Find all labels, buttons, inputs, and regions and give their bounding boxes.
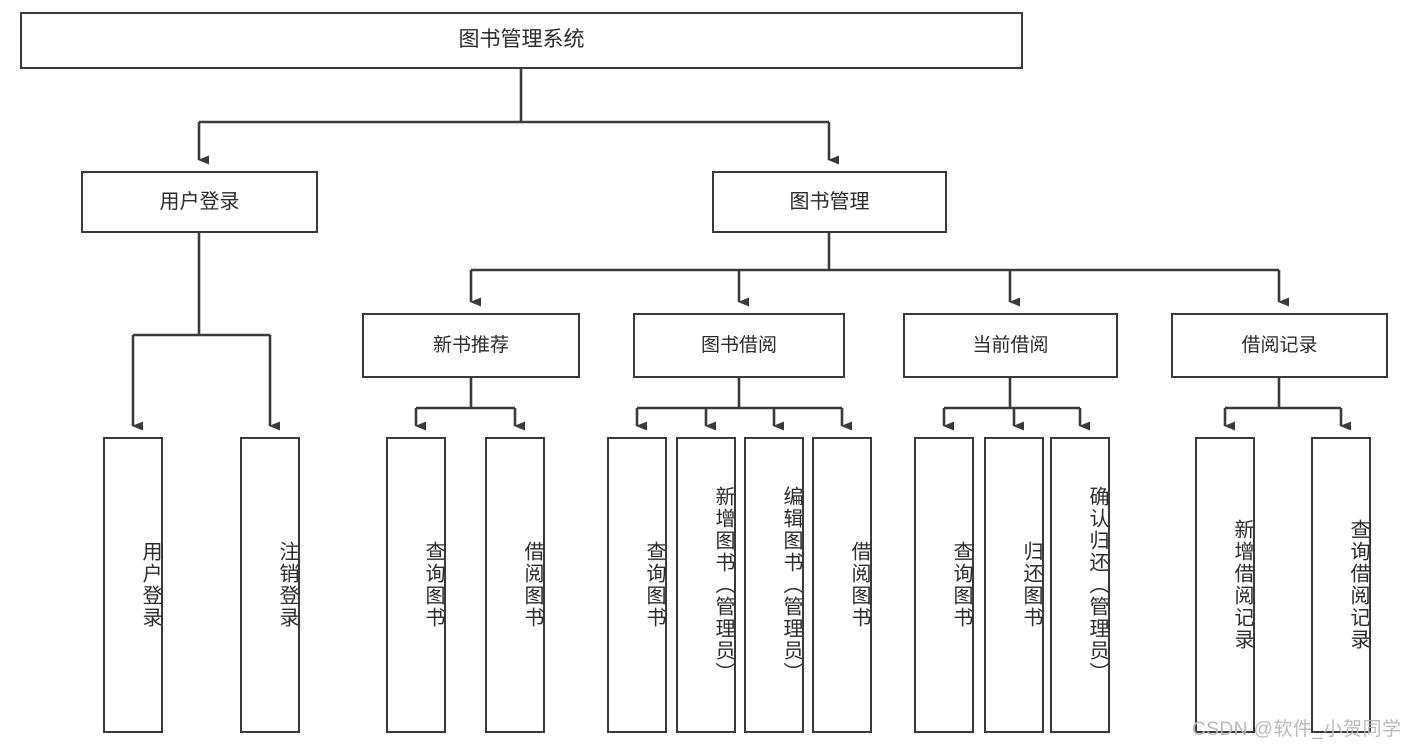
node-label: 新增借阅记录 <box>1231 519 1253 651</box>
node-label: 编辑图书（管理员） <box>780 486 802 684</box>
node-label: 新书推荐 <box>432 334 509 356</box>
node-label: 当前借阅 <box>972 334 1049 356</box>
leaf-borrow-book[interactable]: 借阅图书 <box>812 437 872 733</box>
node-label: 图书借阅 <box>700 334 777 356</box>
node-borrow-record[interactable]: 借阅记录 <box>1171 313 1388 378</box>
leaf-query-borrow-record[interactable]: 查询借阅记录 <box>1311 437 1371 733</box>
leaf-user-login[interactable]: 用户登录 <box>103 437 163 733</box>
node-book-management[interactable]: 图书管理 <box>712 171 947 233</box>
node-label: 归还图书 <box>1020 541 1042 629</box>
node-label: 图书管理系统 <box>458 28 585 52</box>
leaf-logout[interactable]: 注销登录 <box>240 437 300 733</box>
node-label: 借阅记录 <box>1241 334 1318 356</box>
csdn-watermark: CSDN @软件_小贺同学 <box>1192 719 1402 740</box>
leaf-query-book-borrow[interactable]: 查询图书 <box>607 437 667 733</box>
leaf-edit-book-admin[interactable]: 编辑图书（管理员） <box>744 437 804 733</box>
node-label: 注销登录 <box>276 541 298 629</box>
leaf-query-book-current[interactable]: 查询图书 <box>914 437 974 733</box>
leaf-confirm-return-admin[interactable]: 确认归还（管理员） <box>1050 437 1110 733</box>
node-label: 查询图书 <box>422 541 444 629</box>
leaf-return-book[interactable]: 归还图书 <box>984 437 1044 733</box>
node-label: 查询图书 <box>643 541 665 629</box>
node-new-book-recommend[interactable]: 新书推荐 <box>362 313 580 378</box>
leaf-query-book-recommend[interactable]: 查询图书 <box>386 437 446 733</box>
node-label: 图书管理 <box>789 190 870 213</box>
leaf-borrow-book-recommend[interactable]: 借阅图书 <box>485 437 545 733</box>
node-current-borrow[interactable]: 当前借阅 <box>903 313 1118 378</box>
node-label: 用户登录 <box>159 190 240 213</box>
node-user-login[interactable]: 用户登录 <box>81 171 318 233</box>
node-root-system[interactable]: 图书管理系统 <box>20 12 1023 69</box>
node-label: 新增图书（管理员） <box>712 486 734 684</box>
node-label: 借阅图书 <box>848 541 870 629</box>
node-label: 用户登录 <box>139 541 161 629</box>
node-book-borrow[interactable]: 图书借阅 <box>633 313 845 378</box>
edge-lines <box>131 69 1351 431</box>
leaf-add-borrow-record[interactable]: 新增借阅记录 <box>1195 437 1255 733</box>
leaf-add-book-admin[interactable]: 新增图书（管理员） <box>676 437 736 733</box>
node-label: 查询借阅记录 <box>1347 519 1369 651</box>
node-label: 确认归还（管理员） <box>1086 486 1108 684</box>
node-label: 查询图书 <box>950 541 972 629</box>
node-label: 借阅图书 <box>521 541 543 629</box>
